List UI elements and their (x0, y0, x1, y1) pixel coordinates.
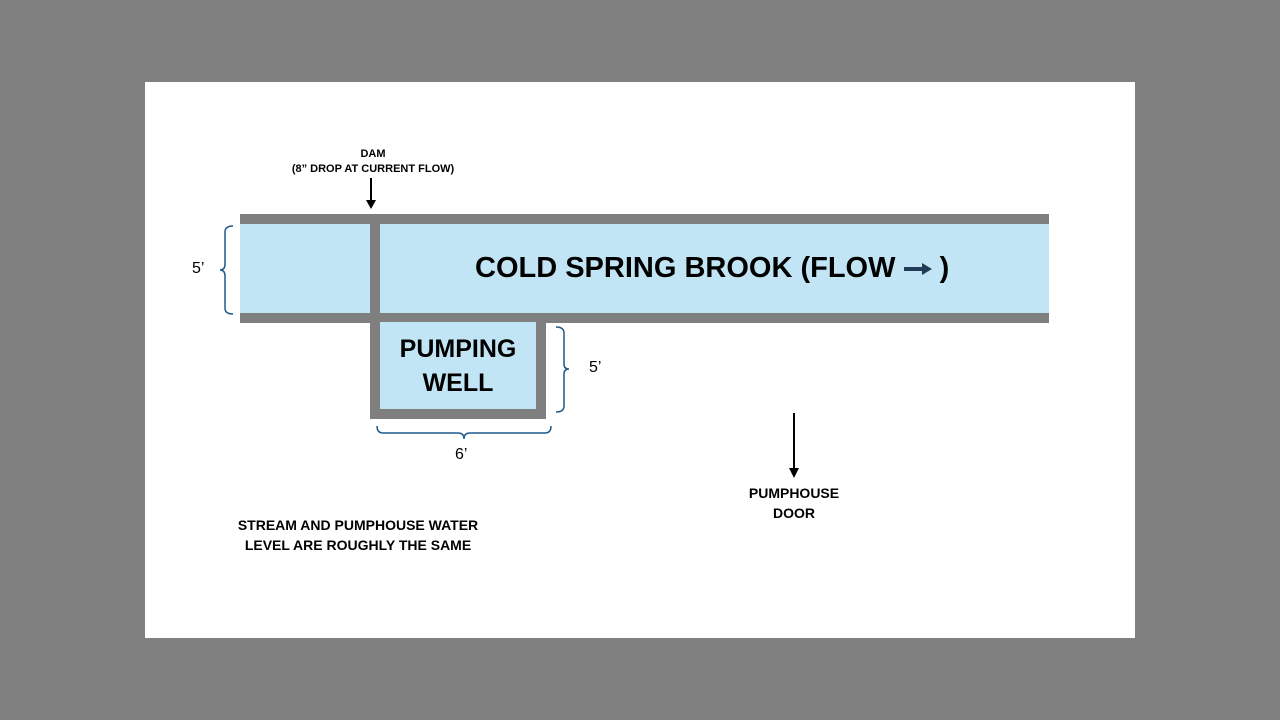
well-height-bracket (555, 326, 570, 413)
well-label-line1: PUMPING (399, 335, 517, 363)
pumphouse-arrow-head-icon (789, 468, 799, 478)
well-bottom-wall (370, 409, 546, 419)
right-arrow-icon (903, 263, 932, 276)
water-level-note-line2: LEVEL ARE ROUGHLY THE SAME (244, 537, 472, 553)
well-width-dim: 6’ (455, 446, 468, 463)
diagram-slide: DAM (8” DROP AT CURRENT FLOW) COLD SPRIN… (145, 82, 1135, 638)
dam-subtitle: (8” DROP AT CURRENT FLOW) (291, 163, 455, 175)
dam-arrow-line (370, 178, 372, 200)
water-level-note-line1: STREAM AND PUMPHOUSE WATER (237, 517, 479, 533)
brook-width-dim: 5’ (192, 260, 205, 277)
pumphouse-label: PUMPHOUSE DOOR (719, 483, 869, 523)
dam-wall (370, 222, 380, 314)
well-label: PUMPING WELL (380, 332, 536, 400)
brook-width-bracket (219, 225, 234, 315)
well-width-bracket (376, 425, 552, 440)
water-level-note: STREAM AND PUMPHOUSE WATER LEVEL ARE ROU… (208, 515, 508, 555)
well-label-line2: WELL (422, 369, 494, 397)
brook-label-end: ) (939, 252, 950, 284)
brook-label: COLD SPRING BROOK (FLOW ) (475, 252, 949, 285)
dam-title: DAM (360, 148, 386, 160)
pumphouse-label-line2: DOOR (773, 505, 815, 521)
well-height-dim: 5’ (589, 359, 602, 376)
well-water (370, 322, 546, 419)
pumphouse-label-line1: PUMPHOUSE (748, 485, 840, 501)
brook-label-text: COLD SPRING BROOK (FLOW (475, 252, 896, 284)
pumphouse-arrow-line (793, 413, 795, 470)
dam-arrow-head-icon (366, 200, 376, 209)
well-right-wall (536, 322, 546, 419)
brook-bottom-wall (240, 313, 1049, 323)
brook-top-wall (240, 214, 1049, 224)
well-left-wall (370, 322, 380, 419)
